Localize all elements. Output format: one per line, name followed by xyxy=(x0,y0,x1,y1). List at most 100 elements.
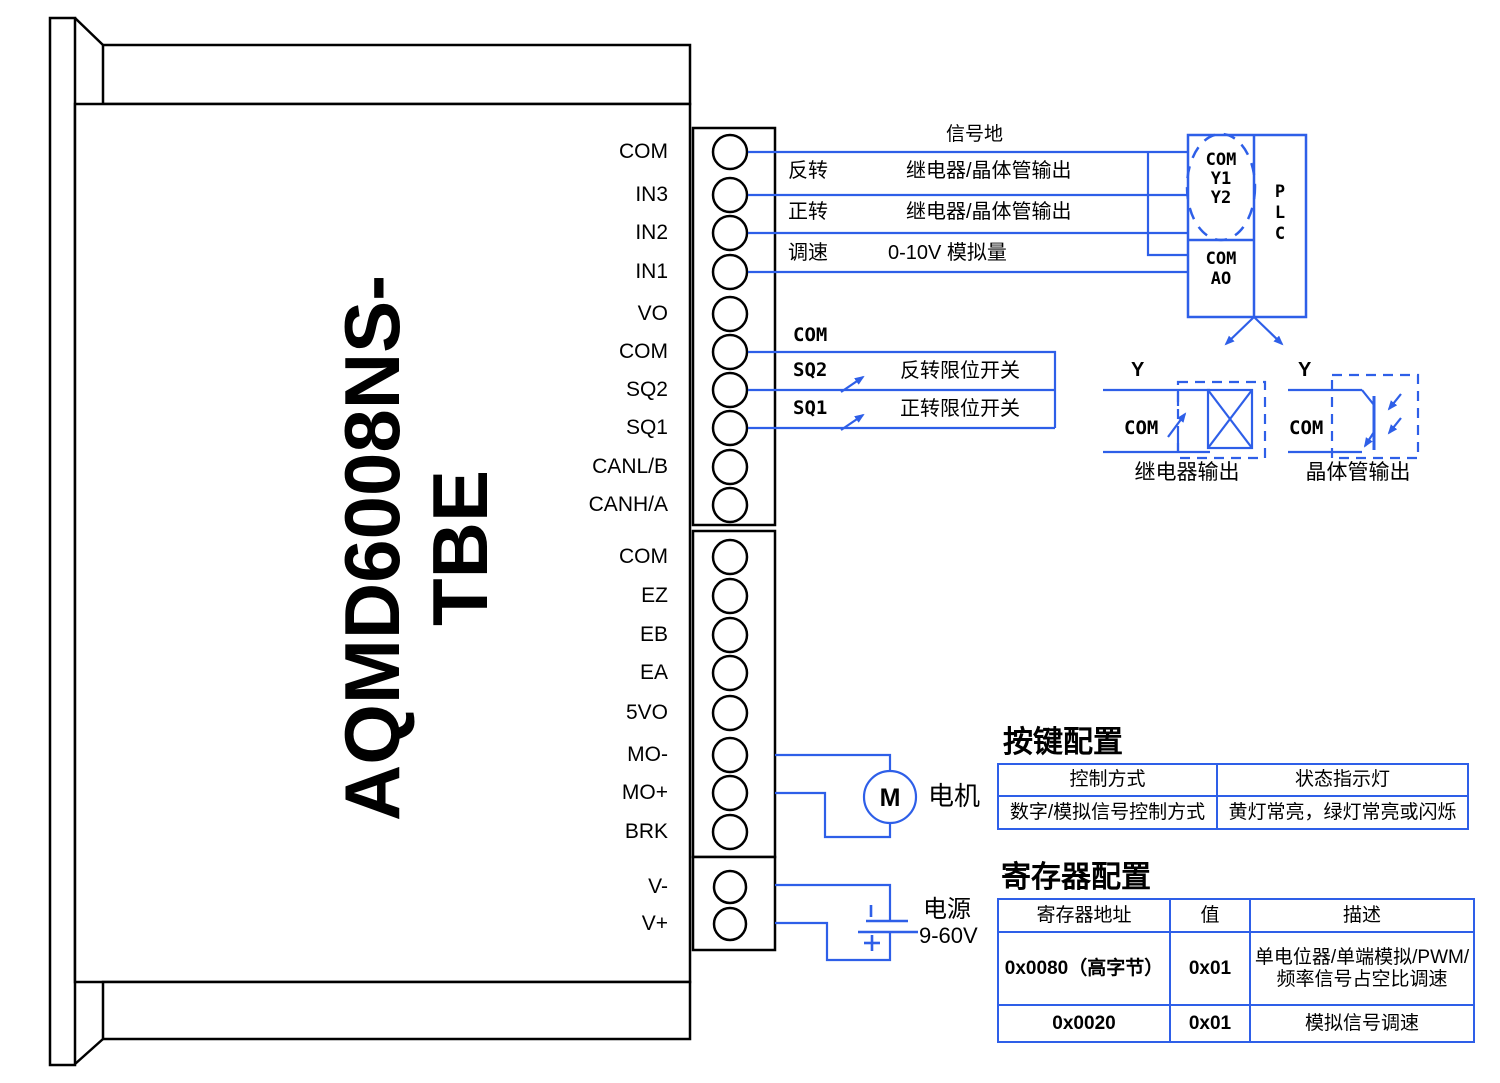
motor-m-symbol: M xyxy=(879,784,901,812)
battery-symbol xyxy=(858,905,918,951)
terminal-circle-in1 xyxy=(711,253,749,291)
wires xyxy=(748,132,1420,962)
relay-coil-box xyxy=(1206,388,1254,450)
device-top-slant xyxy=(74,17,104,46)
speed-label: 调速 xyxy=(788,242,828,264)
register-cell-value-1: 0x01 xyxy=(1169,931,1251,1006)
plc-arrow-transistor xyxy=(1253,316,1284,346)
register-config-title: 寄存器配置 xyxy=(1001,861,1151,894)
terminal-label-ez: EZ xyxy=(641,584,668,607)
terminal-label-com2: COM xyxy=(619,340,668,363)
terminal-circle-canha xyxy=(711,486,749,524)
plc-name-c: C xyxy=(1274,224,1286,244)
sq1-desc: 正转限位开关 xyxy=(900,398,1020,420)
register-config-table: 寄存器地址 值 描述 0x0080（高字节） 0x01 单电位器/单端模拟/PW… xyxy=(997,898,1475,1043)
terminal-label-in2: IN2 xyxy=(635,221,668,244)
key-config-header-status: 状态指示灯 xyxy=(1216,763,1469,797)
device-top-band xyxy=(101,43,692,106)
device-outline xyxy=(48,16,692,1067)
terminal-label-brk: BRK xyxy=(624,820,668,843)
wire-com-limit xyxy=(748,350,1057,428)
device-bottom-band xyxy=(101,980,692,1041)
terminal-label-mo-minus: MO- xyxy=(627,743,668,766)
device-model-title: AQMD6008NS-TBE xyxy=(328,274,504,822)
relay-caption: 继电器输出 xyxy=(1134,461,1240,484)
wire-com-branch-a0 xyxy=(1146,152,1188,257)
terminal-circle-com3 xyxy=(711,538,749,576)
key-config-table: 控制方式 状态指示灯 数字/模拟信号控制方式 黄灯常亮，绿灯常亮或闪烁 xyxy=(997,763,1469,830)
transistor-com-label: COM xyxy=(1289,417,1324,439)
speed-analog-desc: 0-10V 模拟量 xyxy=(888,242,1007,264)
register-cell-desc-1: 单电位器/单端模拟/PWM/频率信号占空比调速 xyxy=(1249,931,1475,1006)
terminal-label-5vo: 5VO xyxy=(625,701,668,724)
wire-v-minus xyxy=(775,883,892,921)
terminal-circle-v-plus xyxy=(712,906,748,942)
terminal-label-eb: EB xyxy=(639,623,668,646)
terminal-circle-in3 xyxy=(711,176,749,214)
terminal-circle-v-minus xyxy=(712,869,748,905)
terminal-blocks xyxy=(691,126,777,952)
terminal-circle-ea xyxy=(711,654,749,692)
plc-analog-com: COM xyxy=(1205,249,1237,269)
motor-symbol-circle xyxy=(862,769,918,825)
limit-switch-symbol-sq1 xyxy=(840,413,865,431)
terminal-circle-canlb xyxy=(711,448,749,486)
relay-dashed-box xyxy=(1176,380,1267,460)
sq2-wire-label: SQ2 xyxy=(793,359,828,381)
terminal-circle-vo xyxy=(711,295,749,333)
wire-mo-plus xyxy=(775,791,892,839)
transistor-photo-arrow-1 xyxy=(1387,393,1402,411)
terminal-circle-com1 xyxy=(711,133,749,171)
com-wire-label: COM xyxy=(793,324,828,346)
terminal-circle-in2 xyxy=(711,214,749,252)
key-config-cell-status: 黄灯常亮，绿灯常亮或闪烁 xyxy=(1216,795,1469,830)
transistor-output-diagram xyxy=(1288,373,1420,460)
terminal-circle-eb xyxy=(711,616,749,654)
motor-label: 电机 xyxy=(928,781,981,811)
register-cell-address-2: 0x0020 xyxy=(997,1004,1171,1043)
terminal-label-sq2: SQ2 xyxy=(625,378,668,401)
terminal-label-sq1: SQ1 xyxy=(625,416,668,439)
plc-name-l: L xyxy=(1274,203,1286,223)
transistor-photo-arrow-2 xyxy=(1387,417,1402,435)
reverse-label: 反转 xyxy=(788,160,828,182)
plc-outer-box xyxy=(1186,133,1308,319)
terminal-label-in1: IN1 xyxy=(635,260,668,283)
register-header-address: 寄存器地址 xyxy=(997,898,1171,933)
terminal-label-com3: COM xyxy=(619,545,668,568)
relay-y-label: Y xyxy=(1131,359,1145,381)
transistor-emitter xyxy=(1363,431,1375,448)
terminal-circle-sq2 xyxy=(711,371,749,409)
terminal-label-v-minus: V- xyxy=(648,875,668,898)
register-cell-value-2: 0x01 xyxy=(1169,1004,1251,1043)
plc-analog-a0: AO xyxy=(1210,269,1232,289)
plc-out-y2: Y2 xyxy=(1210,188,1232,208)
relay-coil-x2 xyxy=(1207,389,1253,449)
terminal-label-mo-plus: MO+ xyxy=(621,781,668,804)
terminal-circle-mo-minus xyxy=(711,736,749,774)
sq1-wire-label: SQ1 xyxy=(793,397,828,419)
plc-arrow-relay xyxy=(1224,316,1255,346)
terminal-circle-com2 xyxy=(711,333,749,371)
limit-switch-symbol-sq2 xyxy=(840,375,865,393)
reverse-output-desc: 继电器/晶体管输出 xyxy=(906,160,1072,182)
sq2-desc: 反转限位开关 xyxy=(900,360,1020,382)
terminal-circle-sq1 xyxy=(711,409,749,447)
terminal-label-in3: IN3 xyxy=(635,183,668,206)
transistor-collector xyxy=(1361,389,1375,406)
terminal-label-v-plus: V+ xyxy=(641,912,668,935)
register-cell-desc-2: 模拟信号调速 xyxy=(1249,1004,1475,1043)
key-config-title: 按键配置 xyxy=(1003,726,1123,759)
terminal-label-canha: CANH/A xyxy=(588,493,668,516)
terminal-label-ea: EA xyxy=(639,661,668,684)
relay-output-diagram xyxy=(1103,380,1267,460)
forward-label: 正转 xyxy=(788,201,828,223)
relay-com-label: COM xyxy=(1124,417,1159,439)
terminal-circle-brk xyxy=(711,813,749,851)
wire-v-plus xyxy=(775,921,892,962)
forward-output-desc: 继电器/晶体管输出 xyxy=(906,201,1072,223)
register-header-desc: 描述 xyxy=(1249,898,1475,933)
terminal-circle-5vo xyxy=(711,694,749,732)
